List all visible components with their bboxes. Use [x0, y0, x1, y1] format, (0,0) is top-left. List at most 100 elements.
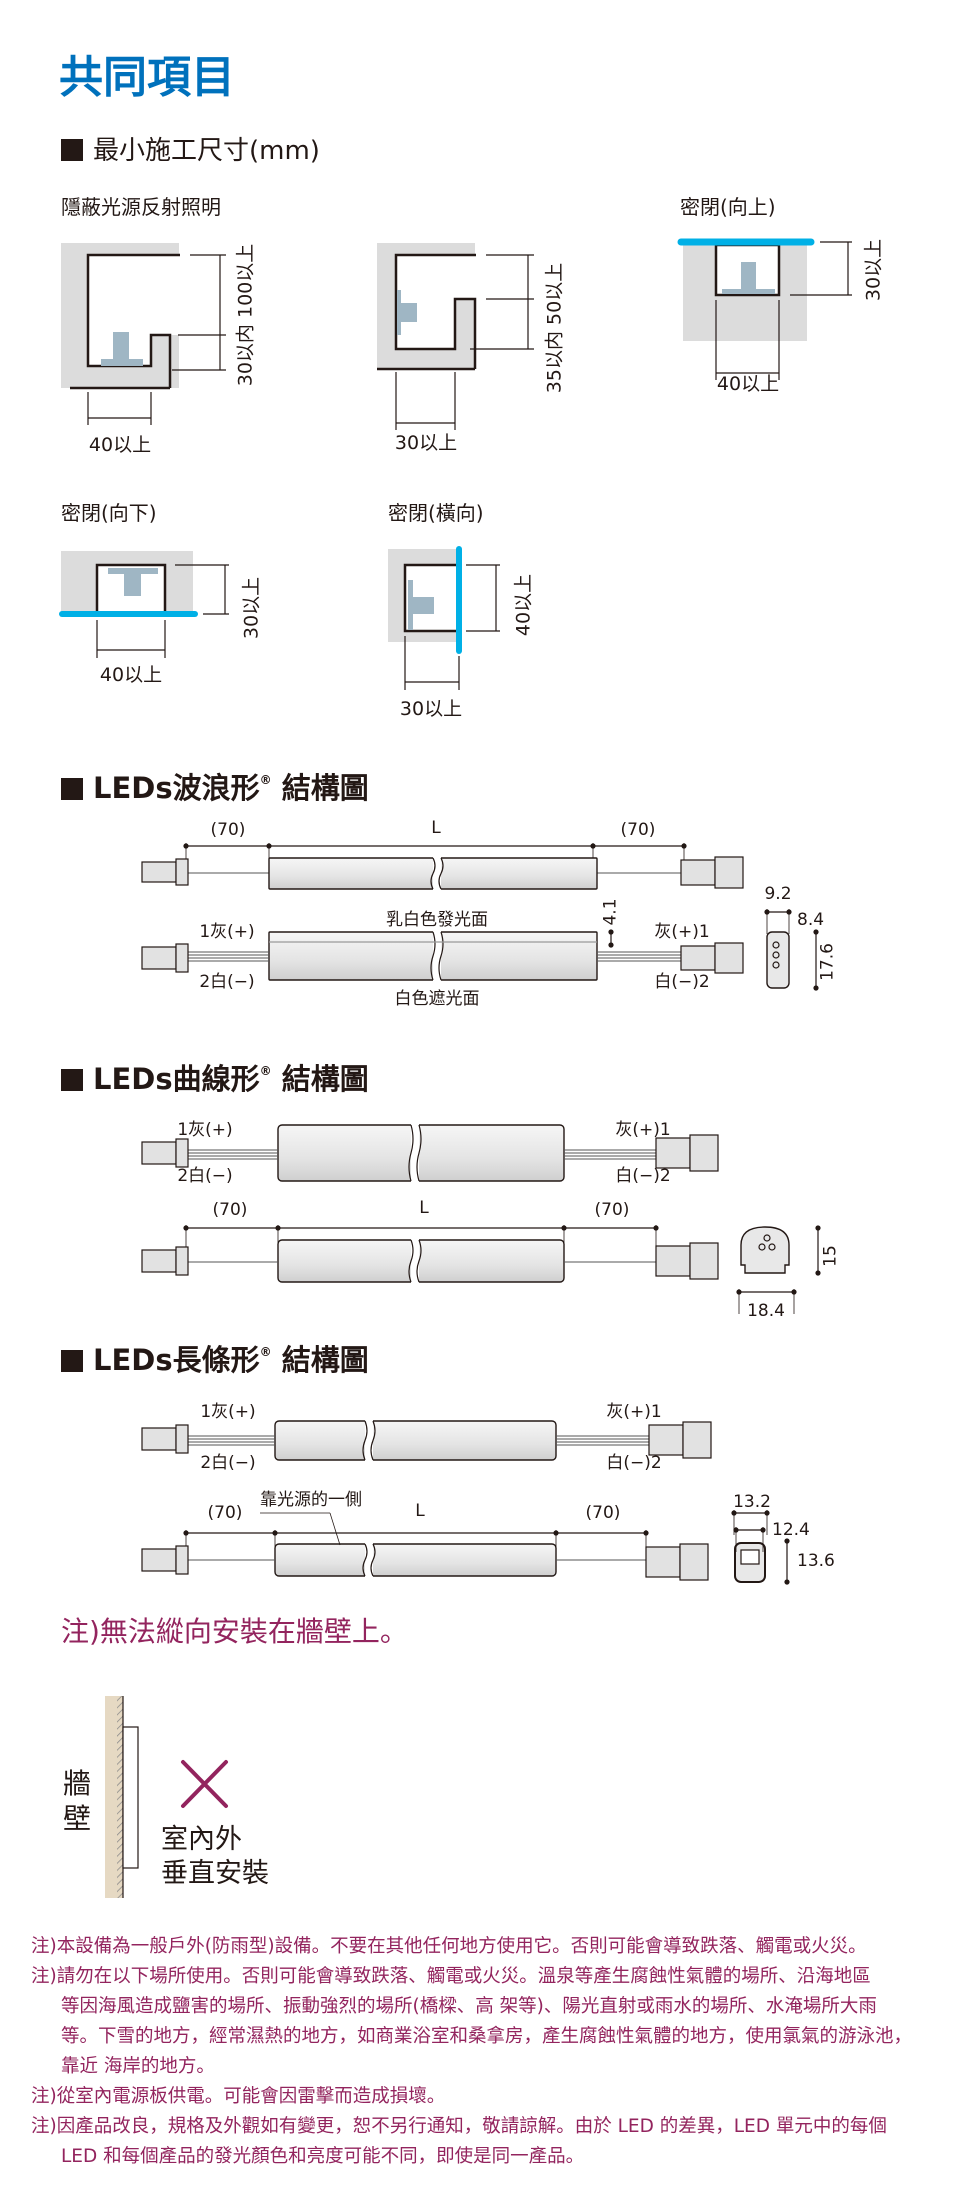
dim-label: 40以上	[716, 373, 780, 395]
diagram-sealed-down	[59, 551, 229, 658]
group-label-reflective: 隱蔽光源反射照明	[61, 195, 221, 219]
curve-cross-section	[740, 1226, 790, 1274]
wire-label: 1灰(+)	[177, 1120, 233, 1140]
connector-female	[679, 1543, 709, 1581]
dimension-dot	[643, 1530, 649, 1536]
shade-face-label: 白色遮光面	[394, 989, 480, 1009]
connector-female	[655, 1245, 691, 1277]
led-bar	[274, 1543, 557, 1577]
dimension-dot	[266, 843, 272, 849]
long-heading: LEDs長條形® 結構圖	[61, 1346, 369, 1375]
heading-text: LEDs曲線形	[93, 1062, 260, 1096]
connector-female	[714, 856, 744, 889]
wall-caption-line1: 室內外	[161, 1824, 242, 1855]
diagram-sealed-up	[677, 238, 852, 380]
wire-label: 2白(−)	[200, 1453, 256, 1473]
dim-label: 12.4	[772, 1520, 810, 1540]
dimension-dot	[784, 1579, 790, 1585]
bar-break	[433, 856, 441, 891]
connector-male	[175, 1424, 189, 1454]
bar-break-line	[438, 857, 444, 890]
light-side-label: 靠光源的一側	[260, 1490, 362, 1510]
leader-line	[329, 1512, 341, 1546]
bar-break-line	[416, 1124, 422, 1182]
note-line: 等因海風造成鹽害的場所、振動強烈的場所(橋樑、高 架等)、陽光直射或雨水的場所、…	[61, 1996, 877, 2017]
connector-male	[141, 1141, 177, 1165]
bar-break	[433, 930, 441, 982]
bar-break-line	[408, 1124, 414, 1182]
connector-female	[648, 1424, 684, 1456]
dim-label: 9.2	[764, 884, 792, 904]
bar-break-line	[416, 1239, 422, 1283]
emit-face-label: 乳白色發光面	[386, 910, 488, 930]
dimension-dot	[275, 1225, 281, 1231]
dimension-dot	[653, 1225, 659, 1231]
cross-section-hole	[740, 1549, 760, 1565]
dim-label: 13.6	[797, 1551, 835, 1571]
dimension-dot	[786, 909, 792, 915]
dimension-dot	[813, 985, 819, 991]
wire-label: 白(−)2	[606, 1453, 662, 1473]
connector-male	[175, 1545, 189, 1575]
connector-female	[680, 859, 716, 886]
dim-label: 30以内 100以上	[234, 243, 257, 387]
registered-mark: ®	[259, 773, 272, 787]
lead-length-left: (70)	[212, 1200, 248, 1220]
dimension-dot	[183, 843, 189, 849]
notes-list: 注)本設備為一般戶外(防雨型)設備。不要在其他任何地方使用它。否則可能會導致跌落…	[31, 1932, 961, 2172]
square-bullet-icon	[61, 1069, 83, 1091]
wall-diagram	[105, 1696, 228, 1898]
wall-caption-line2: 垂直安裝	[161, 1858, 269, 1889]
dimension-dot	[733, 1527, 739, 1533]
bar-break-line	[438, 931, 444, 981]
connector-male	[175, 1138, 189, 1168]
connector-male	[141, 1427, 177, 1451]
dim-label: 30以上	[399, 698, 463, 720]
dimension-dot	[813, 929, 819, 935]
dimension-dot	[815, 1225, 821, 1231]
bar-break-line	[362, 1543, 368, 1577]
connector-male	[175, 1246, 189, 1276]
dim-label: 15	[820, 1245, 841, 1267]
dimension-dot	[183, 1225, 189, 1231]
note-line: LED 和每個產品的發光顏色和亮度可能不同，即使是同一產品。	[61, 2146, 585, 2167]
connector-female	[680, 945, 716, 971]
lead-length-right: (70)	[585, 1503, 621, 1523]
lead-length-right: (70)	[620, 820, 656, 840]
dimension-dot	[608, 942, 614, 948]
diagram-reflective-1	[61, 243, 226, 425]
wire-label: 1灰(+)	[200, 1402, 256, 1422]
diagram-sealed-sideways	[388, 546, 500, 690]
led-bar	[274, 1420, 557, 1461]
dim-label: 40以上	[512, 573, 535, 637]
wire-label: 2白(−)	[177, 1166, 233, 1186]
connector-female	[689, 1242, 719, 1280]
dim-label: 18.4	[747, 1301, 785, 1321]
dimension-dot	[784, 1538, 790, 1544]
dimension-dot	[608, 929, 614, 935]
dimension-dot	[731, 1510, 737, 1516]
square-bullet-icon	[61, 139, 83, 161]
wire-label: 1灰(+)	[199, 922, 255, 942]
bar-break	[365, 1542, 373, 1578]
dimension-dot	[272, 1530, 278, 1536]
dim-label: 4.1	[600, 898, 621, 926]
dimension-dot	[764, 1510, 770, 1516]
cross-section-hole	[772, 951, 780, 959]
heading-suffix: 結構圖	[281, 1343, 369, 1377]
square-bullet-icon	[61, 778, 83, 800]
connector-male	[141, 861, 177, 883]
dimension-dot	[791, 1289, 797, 1295]
group-label-sealed-sideways: 密閉(橫向)	[388, 501, 484, 525]
dim-label: 17.6	[817, 943, 838, 981]
dimension-dot	[553, 1530, 559, 1536]
dim-label: 40以上	[88, 434, 152, 456]
cross-section-hole	[772, 941, 780, 949]
connector-male	[175, 858, 189, 886]
dimension-dot	[590, 843, 596, 849]
bar-break	[411, 1123, 419, 1183]
group-label-sealed-up: 密閉(向上)	[680, 195, 776, 219]
connector-female	[682, 1421, 712, 1459]
bar-break-line	[370, 1543, 376, 1577]
